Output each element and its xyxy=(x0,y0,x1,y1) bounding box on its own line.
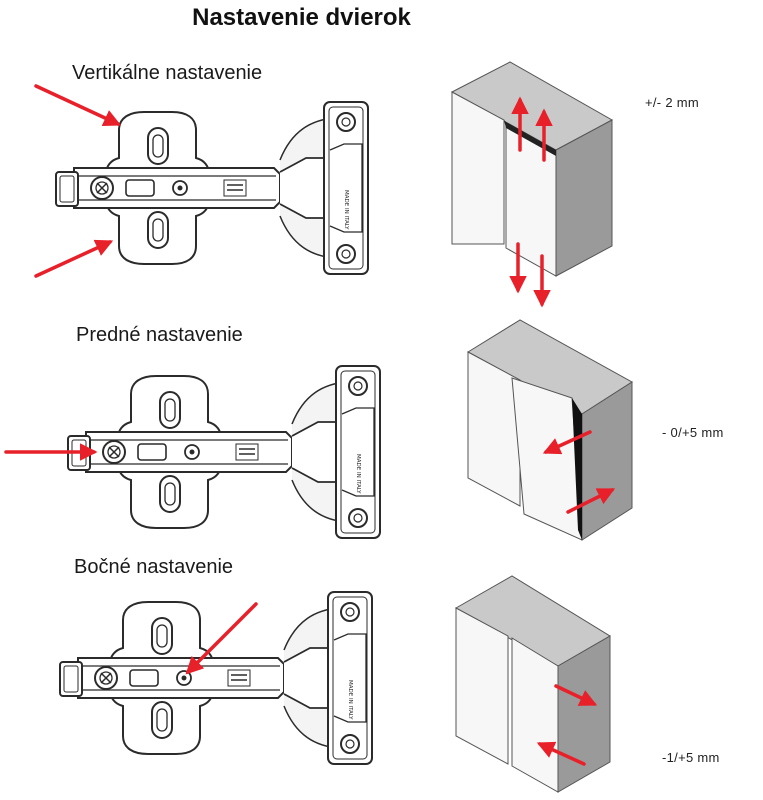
cabinet-front xyxy=(467,319,633,541)
arrow-door-out xyxy=(566,488,616,514)
section-title-vertical: Vertikálne nastavenie xyxy=(72,62,263,84)
arrow-door-in xyxy=(542,430,592,455)
hinge-stamp-2: MADE IN ITALY xyxy=(355,454,361,494)
cabinet-side xyxy=(454,575,611,793)
measure-vertical: +/- 2 mm xyxy=(645,95,700,110)
measure-side: -1/+5 mm xyxy=(662,750,720,765)
cabinet-vertical xyxy=(450,61,614,277)
arrow-door-left xyxy=(536,741,586,766)
hinge-drawing-side: MADE IN ITALY xyxy=(59,591,373,765)
section-title-side: Bočné nastavenie xyxy=(74,556,234,578)
measure-front: - 0/+5 mm xyxy=(662,425,724,440)
arrow-door-right xyxy=(554,684,598,706)
arrow-hinge-bottom xyxy=(34,239,114,278)
hinge-stamp-1: MADE IN ITALY xyxy=(343,190,349,230)
arrow-hinge-top xyxy=(34,84,122,127)
page-title: Nastavenie dvierok xyxy=(192,4,411,31)
section-title-front: Predné nastavenie xyxy=(76,324,243,346)
hinge-drawing-vertical: MADE IN ITALY xyxy=(55,101,369,275)
arrow-hinge-side xyxy=(185,602,258,675)
hinge-drawing-front: MADE IN ITALY xyxy=(67,365,381,539)
hinge-stamp-3: MADE IN ITALY xyxy=(347,680,353,720)
